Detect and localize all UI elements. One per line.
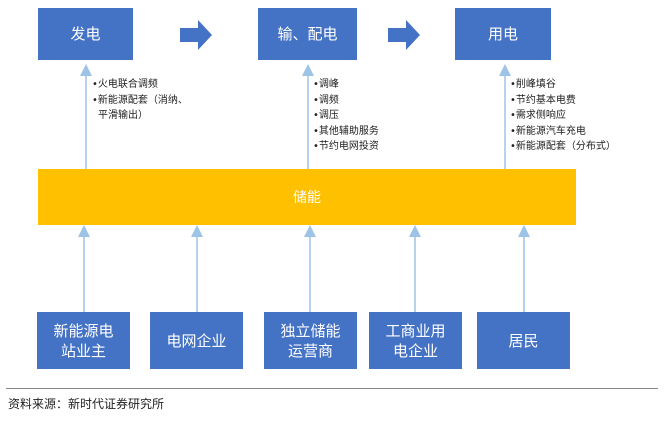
energy-storage-band: 储能 xyxy=(38,169,576,225)
grid-company-box: 电网企业 xyxy=(150,312,243,369)
generation-label: 发电 xyxy=(70,25,101,43)
note-item: •新能源配套（消纳、 xyxy=(92,94,188,106)
note-item: •节约电网投资 xyxy=(313,141,379,152)
consumption-label: 用电 xyxy=(487,25,518,43)
transmission-notes: •调峰 •调频 •调压 •其他辅助服务 •节约电网投资 xyxy=(313,77,379,155)
commercial-user-label: 工商业用 电企业 xyxy=(385,321,446,360)
storage-operator-label: 独立储能 运营商 xyxy=(280,321,341,360)
note-item: •新能源汽车充电 xyxy=(510,125,586,137)
note-item: •调压 xyxy=(313,110,339,121)
block-arrow-2 xyxy=(388,20,420,50)
note-item: 平滑输出） xyxy=(98,110,148,121)
commercial-user-box: 工商业用 电企业 xyxy=(369,312,462,369)
renewable-owner-box: 新能源电 站业主 xyxy=(37,312,130,369)
note-item: •火电联合调频 xyxy=(92,79,158,90)
grid-company-label: 电网企业 xyxy=(166,331,227,350)
note-item: •调峰 xyxy=(313,79,339,90)
generation-notes: •火电联合调频 •新能源配套（消纳、 平滑输出） xyxy=(92,77,188,124)
note-item: •新能源配套（分布式） xyxy=(510,141,616,152)
transmission-label: 输、配电 xyxy=(277,25,338,43)
consumption-box: 用电 xyxy=(455,8,551,60)
note-item: •削峰填谷 xyxy=(510,79,556,90)
block-arrow-1 xyxy=(180,20,212,50)
footer-divider xyxy=(6,388,658,389)
energy-storage-label: 储能 xyxy=(293,190,321,206)
generation-box: 发电 xyxy=(38,8,133,60)
transmission-box: 输、配电 xyxy=(258,8,357,60)
renewable-owner-label: 新能源电 站业主 xyxy=(53,321,114,360)
note-item: •需求侧响应 xyxy=(510,110,566,121)
source-note: 资料来源：新时代证券研究所 xyxy=(8,397,165,411)
consumption-notes: •削峰填谷 •节约基本电费 •需求侧响应 •新能源汽车充电 •新能源配套（分布式… xyxy=(510,77,616,155)
note-item: •节约基本电费 xyxy=(510,94,576,106)
residents-box: 居民 xyxy=(477,312,570,369)
note-item: •调频 xyxy=(313,94,339,106)
residents-label: 居民 xyxy=(508,331,539,350)
note-item: •其他辅助服务 xyxy=(313,125,379,137)
storage-operator-box: 独立储能 运营商 xyxy=(264,312,357,369)
